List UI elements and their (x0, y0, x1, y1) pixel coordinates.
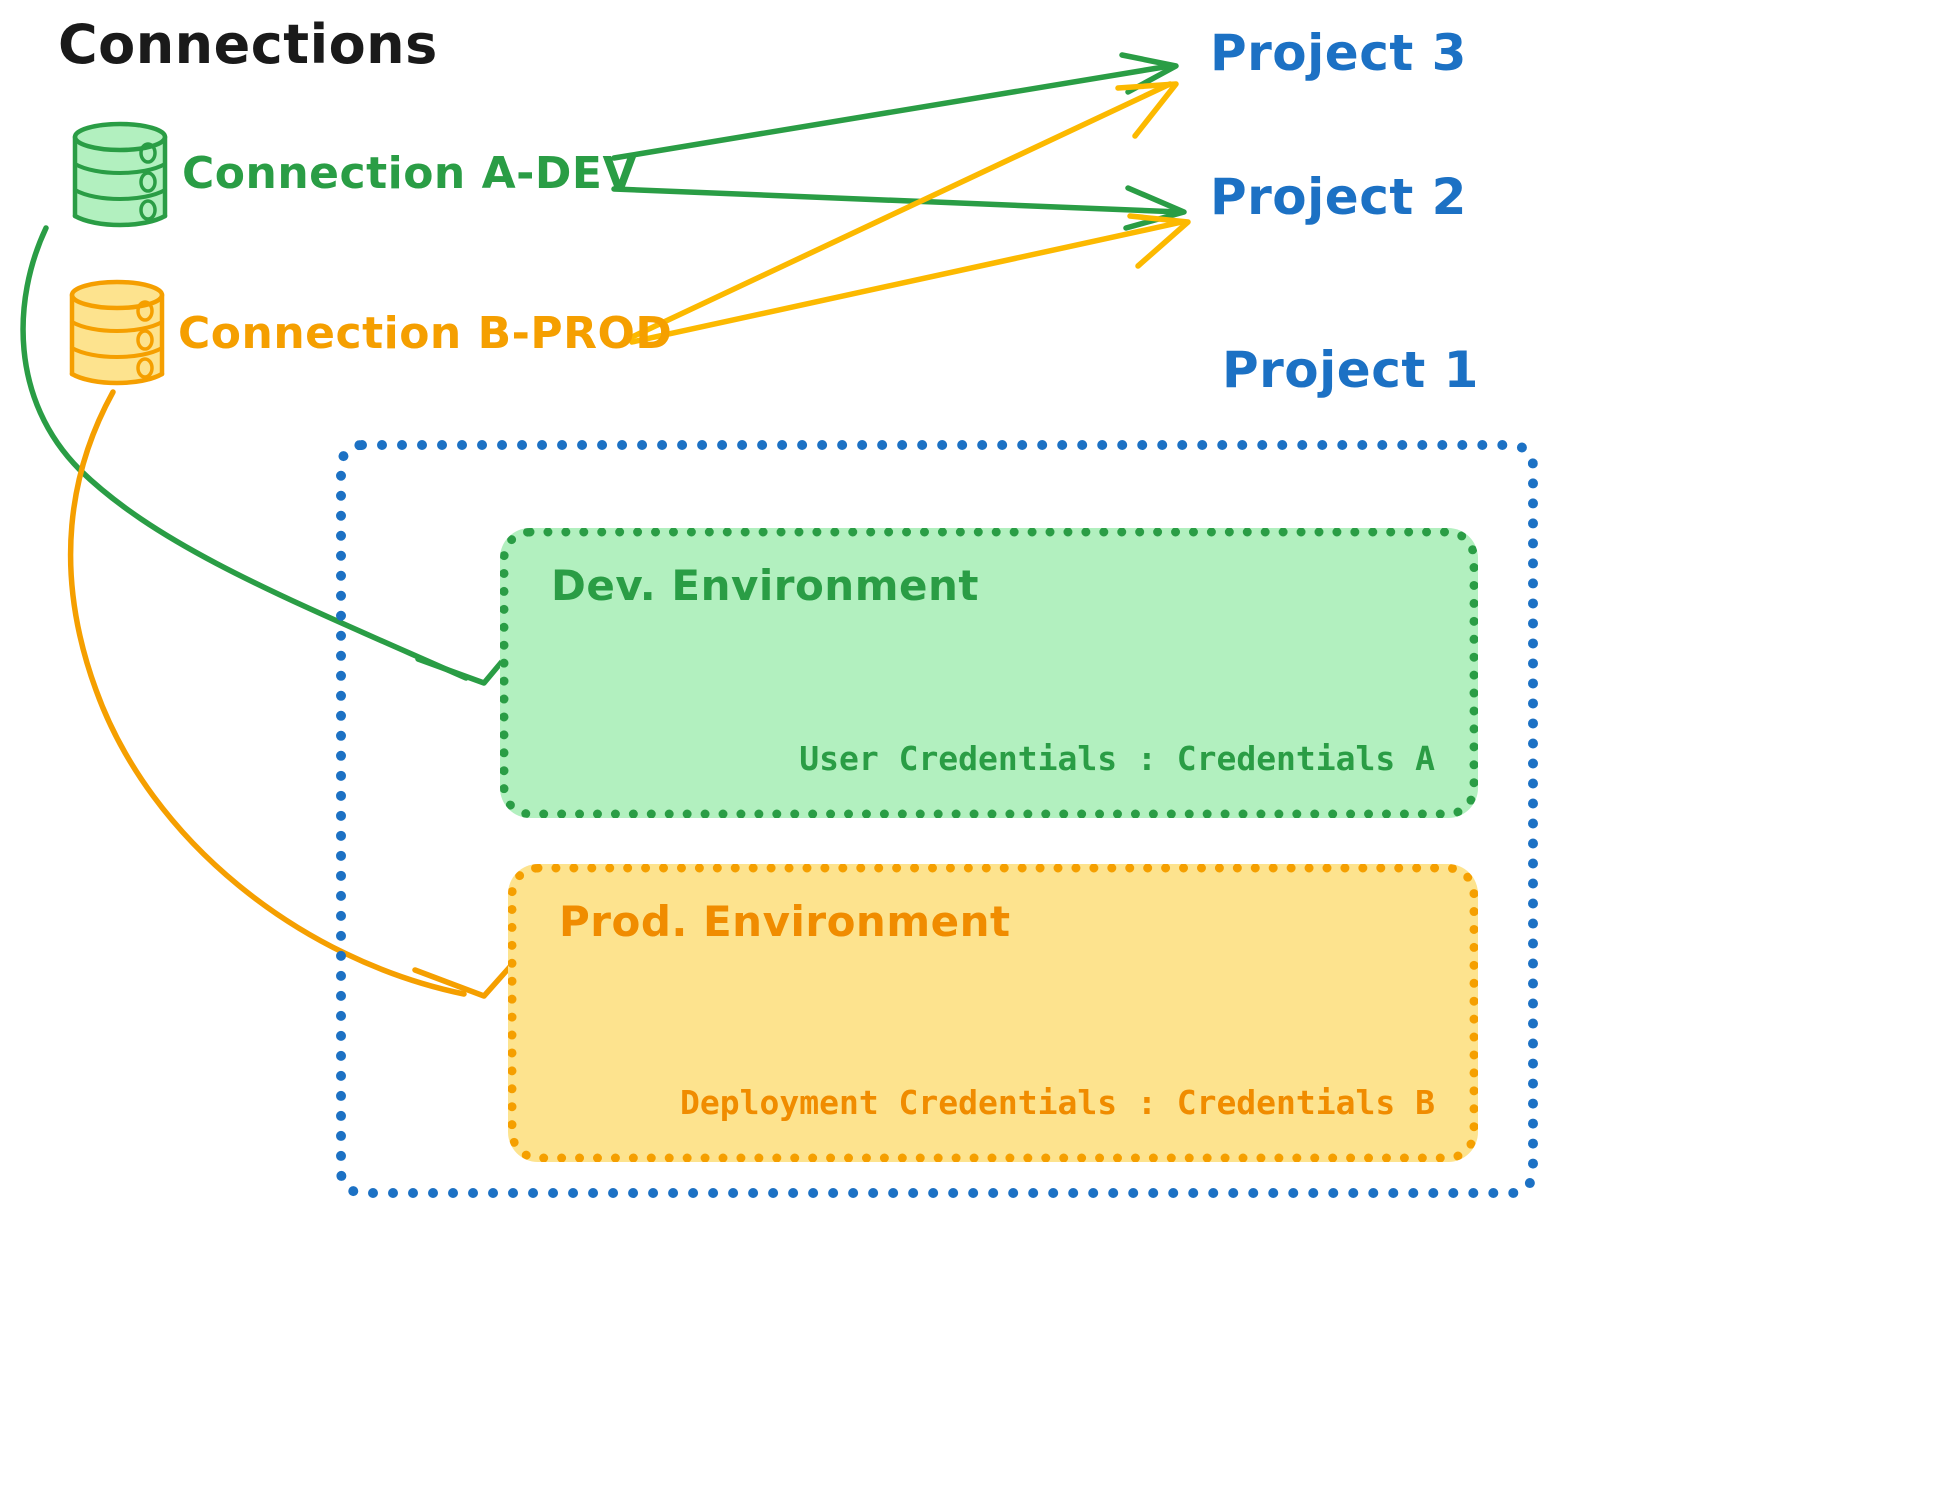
dev-environment-credentials: User Credentials : Credentials A (799, 739, 1435, 778)
arrow-b-prod-to-project-3 (629, 81, 1179, 340)
project-label-2: Project 2 (1210, 168, 1467, 226)
dev-environment-title: Dev. Environment (551, 561, 979, 610)
connection-label-a-dev: Connection A-DEV (182, 148, 638, 199)
project-label-3: Project 3 (1210, 24, 1467, 82)
arrow-a-dev-to-project-2 (611, 185, 1187, 231)
dev-environment-box[interactable]: Dev. Environment User Credentials : Cred… (500, 528, 1478, 818)
page-title: Connections (58, 13, 438, 76)
project-label-1: Project 1 (1222, 341, 1479, 399)
prod-environment-title: Prod. Environment (559, 897, 1011, 946)
prod-environment-box[interactable]: Prod. Environment Deployment Credentials… (508, 864, 1478, 1162)
prod-environment-credentials: Deployment Credentials : Credentials B (680, 1083, 1435, 1122)
arrow-b-prod-to-project-2 (629, 213, 1191, 345)
database-cylinder-icon-b-prod (69, 279, 165, 386)
project-1-container (336, 440, 1538, 1198)
database-cylinder-icon-a-dev (72, 121, 168, 228)
arrow-a-dev-to-project-3 (611, 52, 1179, 161)
connection-label-b-prod: Connection B-PROD (178, 308, 673, 359)
